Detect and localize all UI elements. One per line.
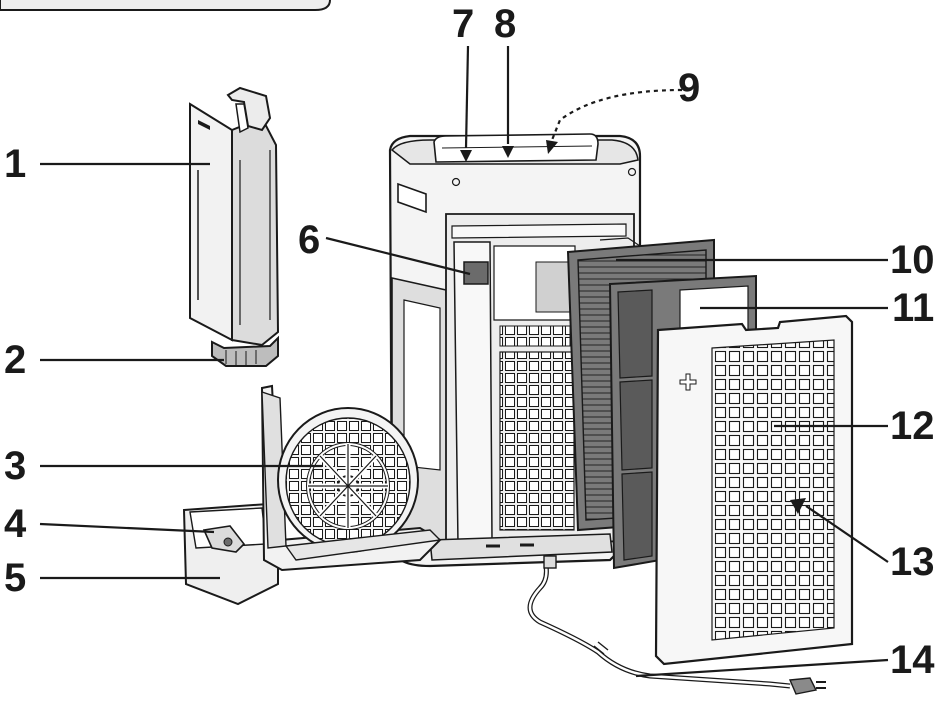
- label-5: 5: [4, 556, 27, 600]
- label-2: 2: [4, 338, 27, 382]
- float: [202, 525, 246, 553]
- power-cord: [527, 555, 826, 695]
- humidifier-tray: [182, 384, 442, 606]
- arrowheads: [460, 140, 806, 514]
- label-13: 13: [890, 540, 935, 584]
- label-7: 7: [452, 2, 475, 46]
- label-6: 6: [298, 218, 321, 262]
- label-1: 1: [4, 142, 27, 186]
- label-8: 8: [494, 2, 517, 46]
- water-tank: [189, 86, 280, 347]
- label-3: 3: [4, 444, 27, 488]
- label-10: 10: [890, 238, 935, 282]
- header-tab: [0, 0, 331, 11]
- label-4: 4: [4, 502, 27, 546]
- label-12: 12: [890, 404, 935, 448]
- label-9: 9: [678, 66, 701, 110]
- front-panel: [654, 314, 854, 666]
- label-14: 14: [890, 638, 935, 682]
- label-11: 11: [892, 286, 935, 330]
- leader-lines: [39, 45, 889, 678]
